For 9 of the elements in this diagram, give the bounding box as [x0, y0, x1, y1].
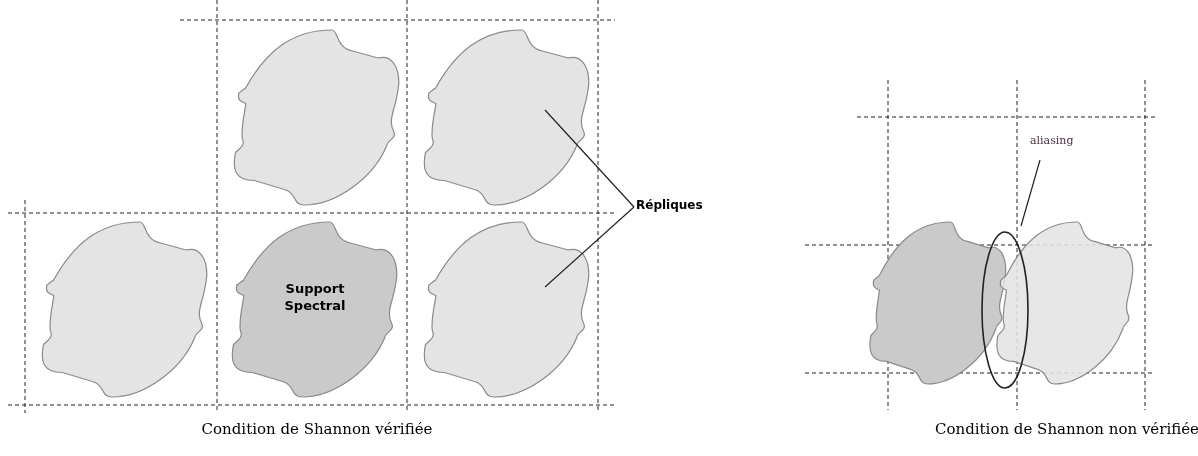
caption: Condition de Shannon non vérifiée — [935, 420, 1198, 438]
callout-label: aliasing — [1030, 134, 1074, 147]
region-label: Support Spectral — [283, 280, 347, 314]
leader-line — [544, 206, 635, 288]
aliasing-ellipse — [982, 232, 1028, 388]
leader-line — [1020, 159, 1041, 227]
callout-label: Répliques — [636, 198, 703, 212]
caption: Condition de Shannon vérifiée — [201, 420, 433, 438]
leader-line — [544, 109, 635, 208]
